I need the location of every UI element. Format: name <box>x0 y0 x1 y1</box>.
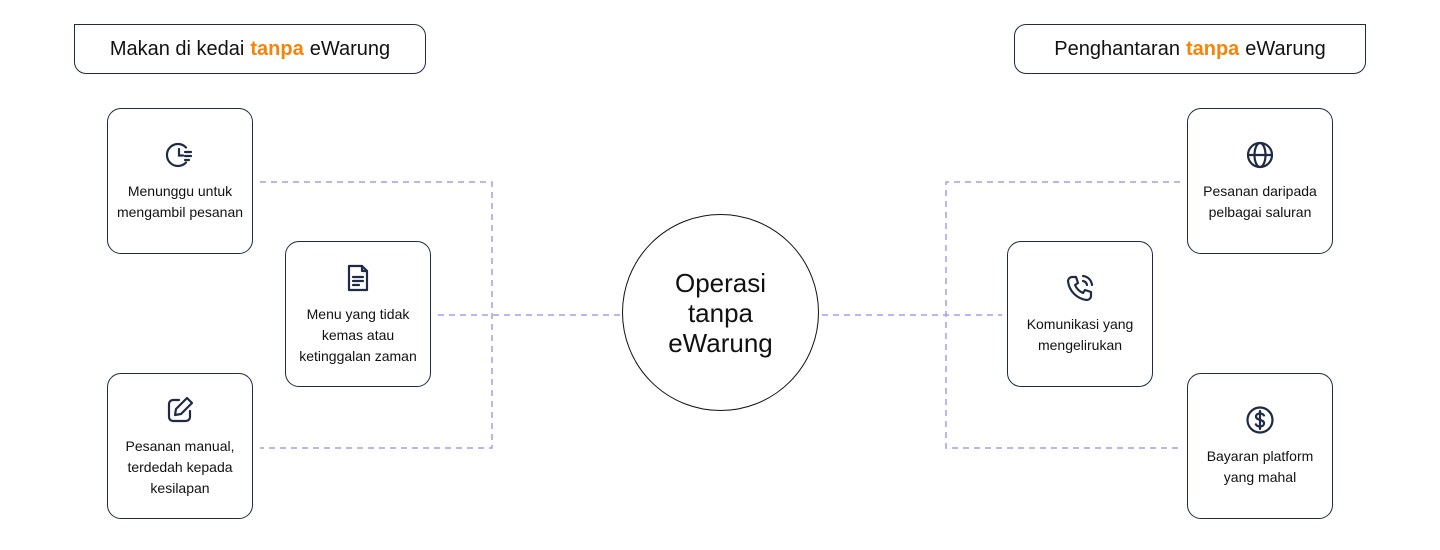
document-icon <box>347 264 369 291</box>
tag-dine-in-suffix: eWarung <box>309 37 391 60</box>
dollar-icon <box>1246 406 1274 434</box>
center-circle: Operasi tanpa eWarung <box>622 214 819 411</box>
card-comms: Komunikasi yang mengelirukan <box>1007 241 1153 387</box>
tag-delivery-prefix: Penghantaran <box>1054 37 1180 60</box>
tag-delivery-suffix: eWarung <box>1245 37 1326 60</box>
tag-dine-in-prefix: Makan di kedai <box>109 37 245 60</box>
card-menu-label: Menu yang tidak kemas atau ketinggalan z… <box>299 305 417 364</box>
phone-call-icon <box>1066 274 1094 302</box>
center-label: Operasi tanpa eWarung <box>668 267 773 358</box>
card-menu: Menu yang tidak kemas atau ketinggalan z… <box>285 241 431 387</box>
tag-dine-in-highlight: tanpa <box>250 37 304 60</box>
card-channels-label: Pesanan daripada pelbagai saluran <box>1203 183 1317 220</box>
connector-waiting <box>260 181 493 449</box>
card-manual: Pesanan manual, terdedah kepada kesilapa… <box>107 373 253 519</box>
tag-delivery: Penghantaran tanpa eWarung <box>1014 24 1366 74</box>
card-channels: Pesanan daripada pelbagai saluran <box>1187 108 1333 254</box>
globe-icon <box>1246 141 1274 169</box>
card-payment-label: Bayaran platform yang mahal <box>1206 448 1314 485</box>
card-waiting-label: Menunggu untuk mengambil pesanan <box>116 183 244 220</box>
card-comms-label: Komunikasi yang mengelirukan <box>1026 316 1134 353</box>
edit-icon <box>167 396 194 422</box>
card-manual-label: Pesanan manual, terdedah kepada kesilapa… <box>125 437 235 496</box>
clock-list-icon <box>165 142 193 168</box>
card-payment: Bayaran platform yang mahal <box>1187 373 1333 519</box>
card-waiting: Menunggu untuk mengambil pesanan <box>107 108 253 254</box>
tag-delivery-highlight: tanpa <box>1185 37 1240 60</box>
tag-dine-in: Makan di kedai tanpa eWarung <box>74 24 426 74</box>
